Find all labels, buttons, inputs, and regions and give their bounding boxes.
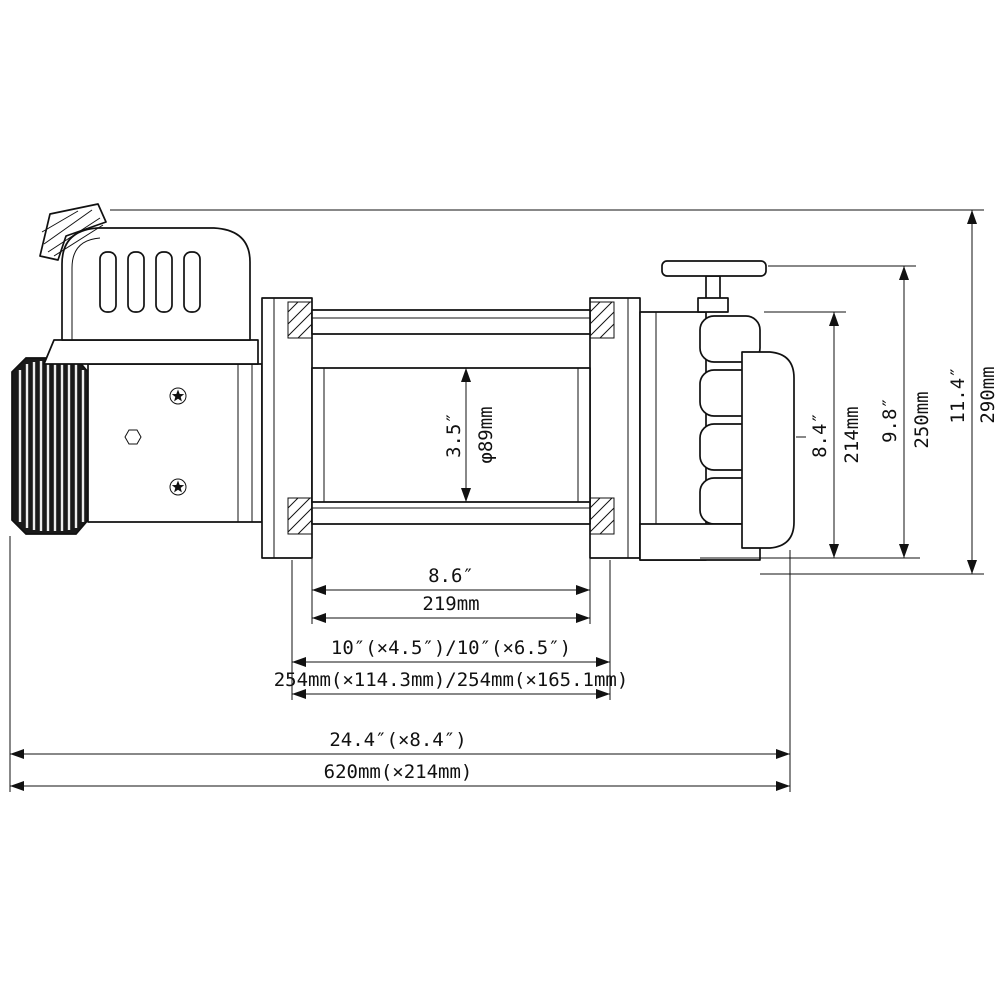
motor-body: [87, 363, 263, 523]
bolt-pattern-in-label: 10″(×4.5″)/10″(×6.5″): [331, 637, 571, 659]
brake-cap-ribs: [18, 361, 85, 531]
gearbox: [639, 260, 795, 561]
joint-hatch-left-bottom: [287, 497, 313, 535]
drum-length-mm-label: 219mm: [422, 593, 479, 615]
body-height-in-label: 8.4″: [809, 412, 831, 458]
handle-height-in-label: 9.8″: [879, 397, 901, 443]
dimension-labels: 3.5″ φ89mm 8.4″ 214mm 9.8″ 250mm 11.4″ 2…: [274, 366, 999, 783]
overall-height-in-label: 11.4″: [947, 366, 969, 423]
screw-bottom-icon: [169, 478, 187, 496]
clutch-handle: [661, 260, 767, 313]
drum-length-in-label: 8.6″: [428, 565, 474, 587]
cover-lever: [39, 203, 107, 261]
drum-diameter-mm-label: φ89mm: [475, 406, 497, 463]
gearbox-fin: [699, 315, 761, 363]
overall-length-in-label: 24.4″(×8.4″): [329, 729, 466, 751]
joint-hatch-right-bottom: [589, 497, 615, 535]
hex-plug-icon: [124, 429, 142, 445]
vent-slots: [99, 251, 201, 313]
joint-hatch-left-top: [287, 301, 313, 339]
screw-top-icon: [169, 387, 187, 405]
drum-assembly: [261, 297, 641, 559]
joint-hatch-right-top: [589, 301, 615, 339]
brake-end-cap: [11, 357, 89, 535]
dimension-lines: [9, 209, 984, 792]
gearbox-end-cap: [741, 351, 795, 549]
overall-length-mm-label: 620mm(×214mm): [324, 761, 473, 783]
control-box: [39, 203, 259, 365]
drum-diameter-in-label: 3.5″: [443, 412, 465, 458]
body-height-mm-label: 214mm: [841, 406, 863, 463]
bolt-pattern-mm-label: 254mm(×114.3mm)/254mm(×165.1mm): [274, 669, 629, 691]
drum-barrel: [311, 367, 591, 503]
overall-height-mm-label: 290mm: [977, 366, 999, 423]
handle-height-mm-label: 250mm: [911, 391, 933, 448]
